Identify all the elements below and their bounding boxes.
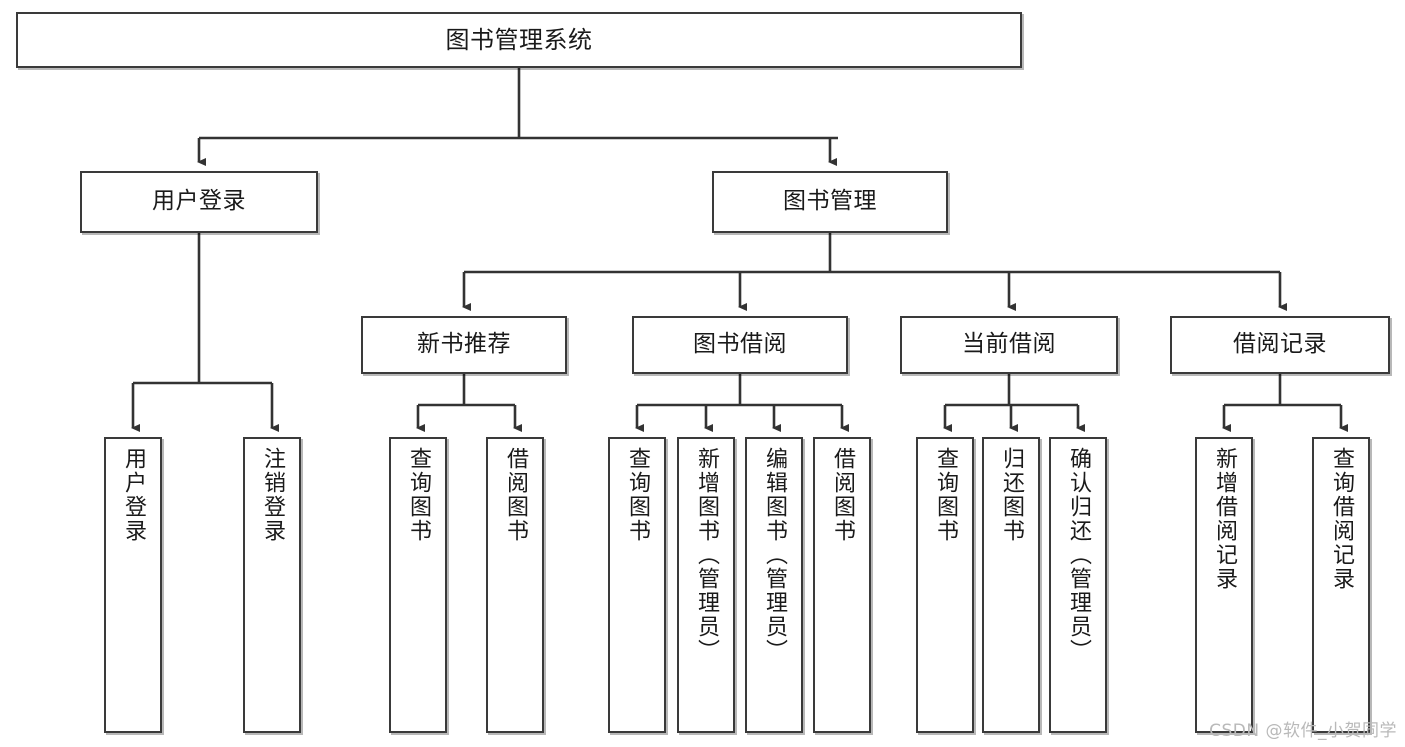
node-book-borrow[interactable]: 图书借阅 [632, 316, 848, 374]
node-label: 图书管理系统 [445, 25, 593, 54]
csdn-watermark: CSDN @软件_小贺同学 [1209, 721, 1397, 741]
node-label: 借阅图书 [503, 447, 528, 543]
leaf-book-borrow-borrow[interactable]: 借阅图书 [813, 437, 871, 733]
node-label: 查询图书 [406, 447, 431, 543]
node-label: 查询借阅记录 [1329, 447, 1354, 591]
node-new-book-recommend[interactable]: 新书推荐 [361, 316, 567, 374]
node-label: 编辑图书（管理员） [762, 447, 787, 663]
leaf-user-login-logout[interactable]: 注销登录 [243, 437, 301, 733]
node-label: 图书管理 [783, 188, 877, 215]
leaf-book-borrow-query[interactable]: 查询图书 [608, 437, 666, 733]
node-label: 借阅图书 [830, 447, 855, 543]
leaf-new-book-borrow[interactable]: 借阅图书 [486, 437, 544, 733]
leaf-new-book-query[interactable]: 查询图书 [389, 437, 447, 733]
leaf-current-borrow-query[interactable]: 查询图书 [916, 437, 974, 733]
leaf-book-borrow-add[interactable]: 新增图书（管理员） [677, 437, 735, 733]
node-label: 用户登录 [152, 188, 246, 215]
node-book-management[interactable]: 图书管理 [712, 171, 948, 233]
leaf-book-borrow-edit[interactable]: 编辑图书（管理员） [745, 437, 803, 733]
leaf-current-borrow-confirm-return[interactable]: 确认归还（管理员） [1049, 437, 1107, 733]
node-root-system[interactable]: 图书管理系统 [16, 12, 1022, 68]
leaf-borrow-record-query[interactable]: 查询借阅记录 [1312, 437, 1370, 733]
node-current-borrow[interactable]: 当前借阅 [900, 316, 1118, 374]
node-label: 图书借阅 [693, 331, 787, 358]
node-label: 新增借阅记录 [1212, 447, 1237, 591]
node-label: 归还图书 [999, 447, 1024, 543]
node-label: 借阅记录 [1233, 331, 1327, 358]
node-label: 注销登录 [260, 447, 285, 543]
node-label: 当前借阅 [962, 331, 1056, 358]
node-user-login[interactable]: 用户登录 [80, 171, 318, 233]
leaf-borrow-record-add[interactable]: 新增借阅记录 [1195, 437, 1253, 733]
node-label: 用户登录 [121, 447, 146, 543]
node-label: 查询图书 [625, 447, 650, 543]
node-label: 查询图书 [933, 447, 958, 543]
node-label: 新书推荐 [417, 331, 511, 358]
leaf-current-borrow-return[interactable]: 归还图书 [982, 437, 1040, 733]
node-borrow-record[interactable]: 借阅记录 [1170, 316, 1390, 374]
leaf-user-login-login[interactable]: 用户登录 [104, 437, 162, 733]
node-label: 确认归还（管理员） [1066, 447, 1091, 663]
node-label: 新增图书（管理员） [694, 447, 719, 663]
